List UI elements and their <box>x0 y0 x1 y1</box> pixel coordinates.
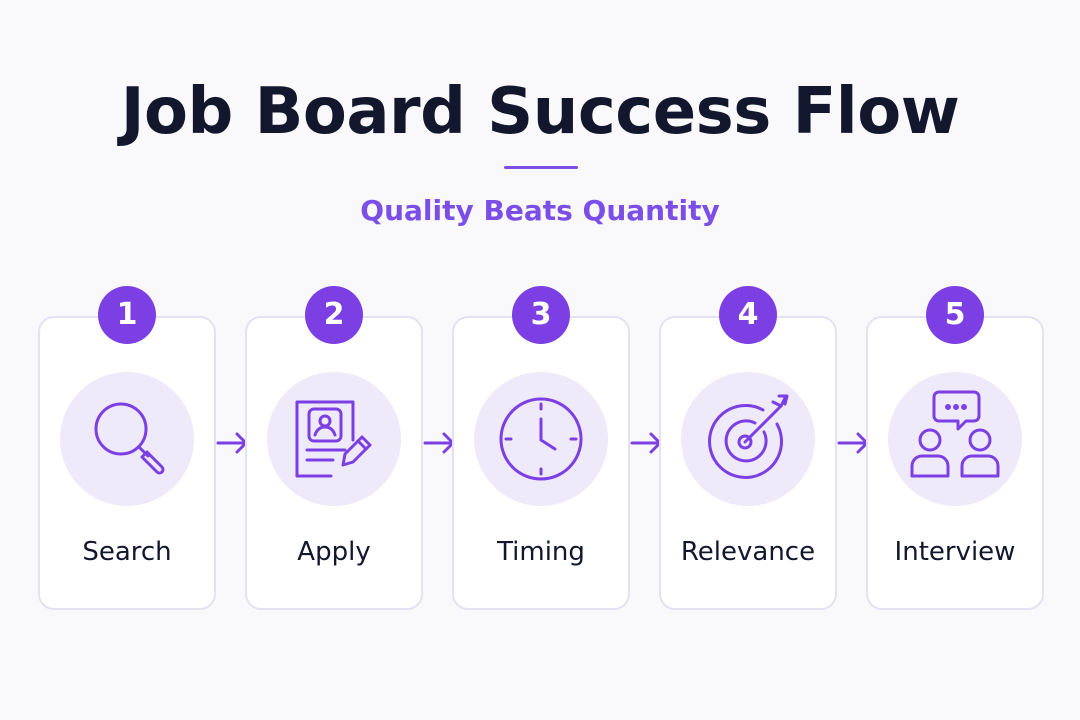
step-number-badge: 1 <box>98 286 156 344</box>
title-divider <box>504 166 578 169</box>
step-number-badge: 3 <box>512 286 570 344</box>
step-label-search: Search <box>82 537 172 567</box>
step-label-apply: Apply <box>297 537 371 567</box>
target-arrow-icon <box>681 372 815 506</box>
page-title: Job Board Success Flow <box>120 75 960 149</box>
magnifying-glass-icon <box>60 372 194 506</box>
step-label-relevance: Relevance <box>680 537 816 567</box>
clock-icon <box>474 372 608 506</box>
step-label-interview: Interview <box>894 537 1016 567</box>
resume-pencil-icon <box>267 372 401 506</box>
step-number-badge: 5 <box>926 286 984 344</box>
step-label-timing: Timing <box>497 537 585 567</box>
interview-chat-icon <box>888 372 1022 506</box>
subtitle: Quality Beats Quantity <box>360 194 720 227</box>
step-number-badge: 2 <box>305 286 363 344</box>
step-number-badge: 4 <box>719 286 777 344</box>
